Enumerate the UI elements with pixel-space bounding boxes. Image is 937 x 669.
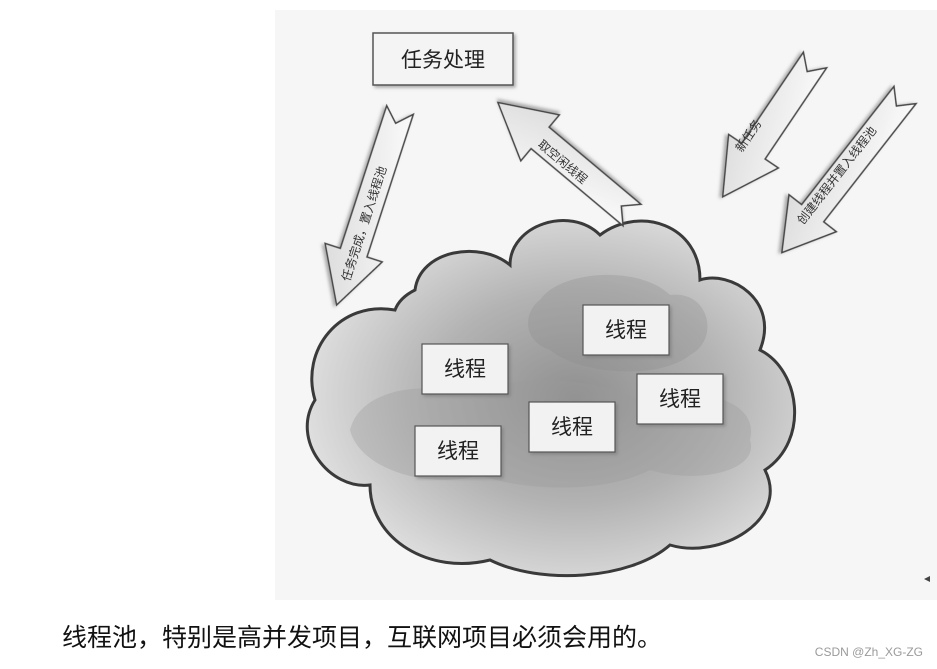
caption-text: 线程池，特别是高并发项目，互联网项目必须会用的。: [62, 623, 663, 652]
task-processing-label: 任务处理: [401, 48, 485, 72]
thread-box: [582, 304, 670, 356]
thread-box: [414, 425, 502, 477]
thread-box: [421, 343, 509, 395]
thread-label: 线程: [551, 415, 593, 439]
thread-label: 线程: [437, 439, 479, 463]
thread-label: 线程: [444, 357, 486, 381]
thread-label: 线程: [605, 318, 647, 342]
edge-marker: [924, 576, 930, 582]
watermark: CSDN @Zh_XG-ZG: [814, 645, 923, 659]
thread-label: 线程: [659, 387, 701, 411]
create-thread-arrow: [780, 84, 918, 254]
take-idle-thread-arrow: [496, 101, 643, 228]
task-complete-arrow: [324, 103, 415, 307]
thread-box: [528, 401, 616, 453]
task-processing-box: [372, 32, 514, 86]
thread-box: [636, 373, 724, 425]
new-task-arrow: [721, 50, 829, 199]
